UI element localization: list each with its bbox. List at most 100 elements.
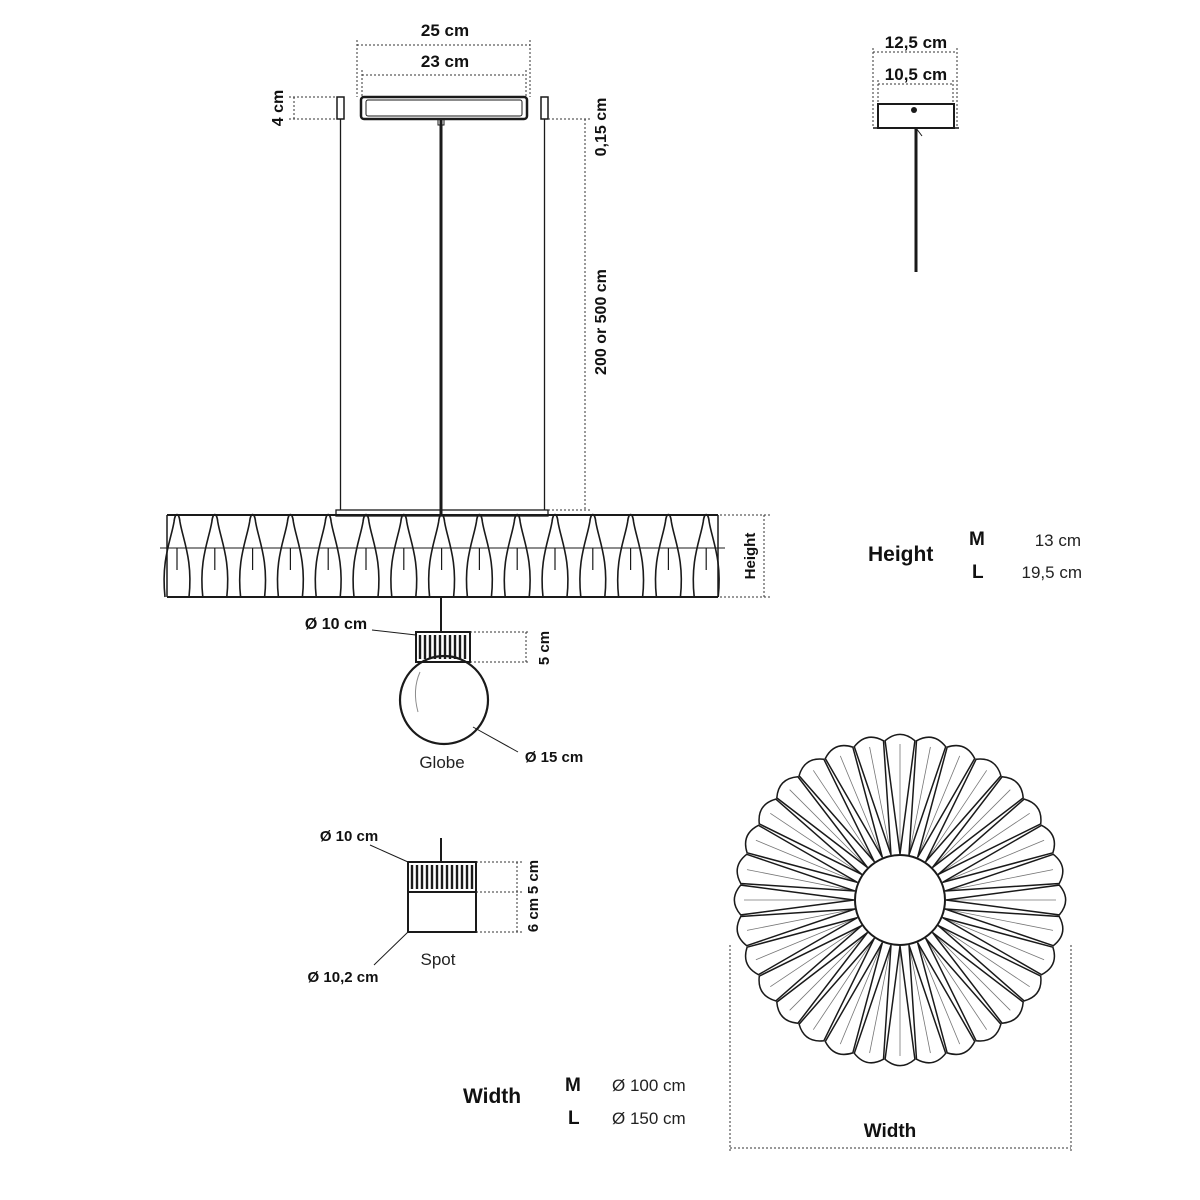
flower-petal-vein <box>789 932 868 1011</box>
height-size-l: L <box>972 562 984 583</box>
ring-loop <box>427 513 456 598</box>
flower-petal-vein <box>869 746 892 855</box>
ring-loop <box>692 513 720 598</box>
width-value-m: Ø 100 cm <box>612 1076 686 1095</box>
flower-petal-vein <box>945 908 1054 931</box>
globe-holder-diameter: Ø 10 cm <box>305 616 367 633</box>
flower-petal <box>853 944 892 1064</box>
flower-petal <box>944 908 1064 947</box>
flower-petal <box>931 931 1024 1024</box>
flower-petal <box>908 736 947 856</box>
spot-diameter: Ø 10,2 cm <box>308 969 379 986</box>
flower-petal <box>944 853 1064 892</box>
top-view-width-label: Width <box>864 1121 917 1142</box>
cable-length: 200 or 500 cm <box>593 269 610 375</box>
flower-petal-vein <box>789 789 868 868</box>
flower-petal-vein <box>925 770 988 863</box>
flower-petal-vein <box>839 942 883 1045</box>
flower-petal-vein <box>932 789 1011 868</box>
globe-diameter: Ø 15 cm <box>525 749 583 766</box>
flower-petal <box>776 776 869 869</box>
flower-petal-vein <box>770 925 863 988</box>
ring-loop <box>352 513 380 598</box>
flower-petal <box>798 758 876 863</box>
flower-petal <box>744 824 858 884</box>
flower-petal <box>942 824 1056 884</box>
flower-petal <box>853 736 892 856</box>
flower-petal <box>924 758 1002 863</box>
flower-petal-vein <box>812 937 875 1030</box>
height-value-l: 19,5 cm <box>1022 563 1082 582</box>
ring-height-label: Height <box>742 533 759 580</box>
width-size-m: M <box>565 1075 581 1096</box>
flower-petal <box>931 776 1024 869</box>
spot-caption: Spot <box>421 950 456 969</box>
top-view-ring <box>729 733 1072 1152</box>
globe-lamp <box>371 597 530 753</box>
flower-petal-vein <box>942 839 1045 883</box>
spot-total-height: 6 cm <box>525 898 542 932</box>
height-value-m: 13 cm <box>1035 531 1081 550</box>
height-table-title: Height <box>868 543 933 566</box>
flower-petal <box>758 798 863 876</box>
height-size-m: M <box>969 529 985 550</box>
side-canopy-outer-width: 12,5 cm <box>885 33 947 52</box>
ring-loop <box>465 513 494 598</box>
spot-holder-height: 5 cm <box>525 860 542 894</box>
width-size-l: L <box>568 1108 580 1129</box>
flower-petal <box>798 937 876 1042</box>
flower-petal <box>744 916 858 976</box>
flower-petal <box>884 945 916 1067</box>
ring-loop <box>503 513 531 598</box>
flower-petal <box>776 931 869 1024</box>
canopy-inner-width: 23 cm <box>421 52 469 71</box>
flower-petal-vein <box>755 917 858 961</box>
flower-petal <box>937 924 1042 1002</box>
side-canopy <box>872 48 959 272</box>
globe-caption: Globe <box>419 753 464 772</box>
flower-petal-vein <box>937 812 1030 875</box>
flower-petal-vein <box>746 869 855 892</box>
flower-petal <box>924 937 1002 1042</box>
front-ring <box>160 509 770 598</box>
flower-petal <box>736 853 856 892</box>
flower-petal-vein <box>945 869 1054 892</box>
width-table-title: Width <box>463 1085 521 1108</box>
flower-petal-vein <box>755 839 858 883</box>
canopy-gap: 0,15 cm <box>593 98 610 157</box>
spot-holder-diameter: Ø 10 cm <box>320 828 378 845</box>
flower-petal <box>736 908 856 947</box>
canopy-height: 4 cm <box>270 90 287 126</box>
flower-petal <box>758 924 863 1002</box>
ring-loop <box>579 513 607 598</box>
flower-petal <box>824 942 884 1056</box>
side-canopy-inner-width: 10,5 cm <box>885 65 947 84</box>
globe-holder-height: 5 cm <box>536 631 553 665</box>
ring-loop <box>238 513 267 598</box>
suspension-cables <box>339 118 590 515</box>
width-value-l: Ø 150 cm <box>612 1109 686 1128</box>
flower-petal <box>916 744 976 858</box>
flower-petal-vein <box>869 945 892 1054</box>
flower-petal <box>916 942 976 1056</box>
flower-petal <box>942 916 1056 976</box>
flower-petal-vein <box>908 746 931 855</box>
ring-loop <box>276 513 305 598</box>
flower-petal <box>937 798 1042 876</box>
flower-petal <box>884 733 916 855</box>
flower-petal-vein <box>925 937 988 1030</box>
flower-petal <box>908 944 947 1064</box>
ring-loop <box>541 513 569 598</box>
spot-lamp <box>369 838 522 966</box>
ring-loop <box>163 513 191 598</box>
flower-petal-vein <box>812 770 875 863</box>
flower-petal <box>824 744 884 858</box>
flower-petal <box>733 884 855 916</box>
flower-petal-vein <box>839 755 883 858</box>
flower-petal-vein <box>937 925 1030 988</box>
flower-petal-vein <box>746 908 855 931</box>
flower-petal-vein <box>917 942 961 1045</box>
ring-loop <box>314 513 342 598</box>
flower-petal-vein <box>770 812 863 875</box>
